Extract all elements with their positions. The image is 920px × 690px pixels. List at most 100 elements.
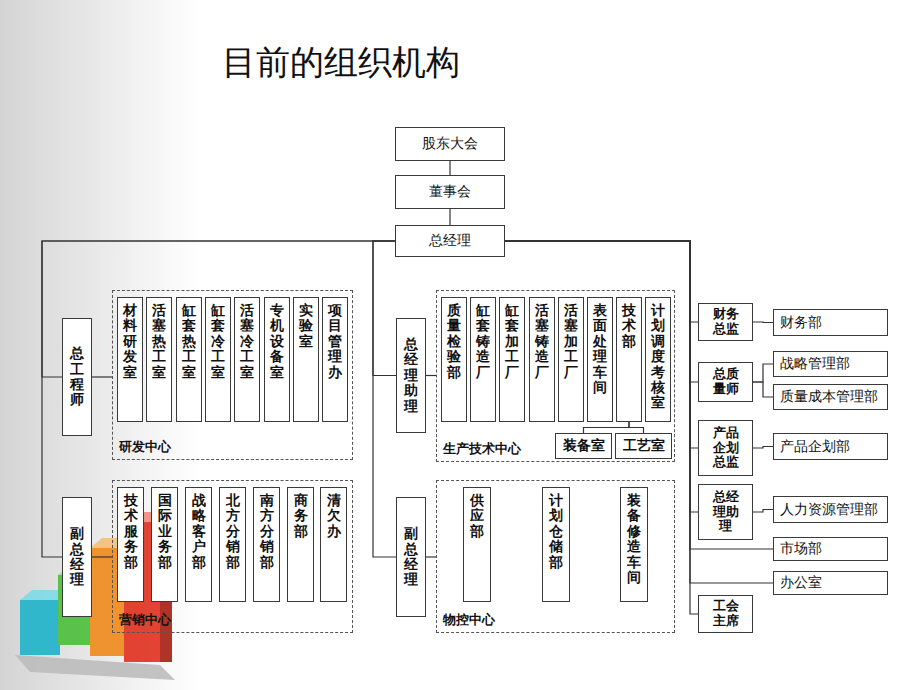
node-label: 战略客户部 <box>192 493 206 570</box>
unit-box: 项目管理办 <box>322 297 348 422</box>
unit-box: 缸套热工室 <box>176 297 202 422</box>
node-label: 活塞铸造厂 <box>535 303 549 380</box>
unit-box: 实验室 <box>293 297 319 422</box>
node-label: 产品企划部 <box>780 439 850 454</box>
dept-box: 人力资源管理部 <box>773 496 888 523</box>
org-connector <box>92 376 112 377</box>
node-label: 质量成本管理部 <box>780 389 878 404</box>
unit-box: 活塞加工厂 <box>558 297 584 422</box>
center-group: 生产技术中心质量检验部缸套铸造厂缸套加工厂活塞铸造厂活塞加工厂表面处理车间技术部… <box>436 290 675 462</box>
unit-box: 商务部 <box>287 487 314 602</box>
org-box: 董事会 <box>395 175 505 209</box>
org-connector <box>584 422 630 433</box>
org-connector <box>753 510 773 513</box>
node-label: 总工程师 <box>70 346 84 408</box>
dept-box: 战略管理部 <box>773 351 888 377</box>
dept-box: 质量成本管理部 <box>773 384 888 410</box>
node-label: 总经理助理 <box>708 490 743 535</box>
org-connector <box>753 364 773 382</box>
node-label: 装备修造车间 <box>627 493 641 585</box>
node-label: 项目管理办 <box>328 303 342 380</box>
org-connector <box>753 382 773 397</box>
node-label: 技术服务部 <box>124 493 138 570</box>
unit-box: 供应部 <box>463 487 491 602</box>
node-label: 活塞加工厂 <box>564 303 578 380</box>
node-label: 装备室 <box>563 437 605 455</box>
page-title: 目前的组织机构 <box>222 40 920 86</box>
center-group: 研发中心材料研发室活塞热工室缸套热工室缸套冷工室活塞冷工室专机设备室实验室项目管… <box>112 290 353 460</box>
dept-box: 办公室 <box>773 571 888 595</box>
dept-box: 财务部 <box>773 309 888 336</box>
unit-box: 质量检验部 <box>441 297 467 422</box>
node-label: 办公室 <box>780 575 822 590</box>
node-label: 活塞热工室 <box>152 303 166 380</box>
node-label: 人力资源管理部 <box>780 502 878 517</box>
bar <box>20 600 60 655</box>
node-label: 活塞冷工室 <box>240 303 254 380</box>
org-connector <box>373 241 396 557</box>
unit-box: 南方分销部 <box>253 487 280 602</box>
node-label: 工会主席 <box>708 599 743 629</box>
unit-box: 缸套冷工室 <box>205 297 231 422</box>
unit-box: 清欠办 <box>320 487 347 602</box>
node-label: 缸套热工室 <box>182 303 196 380</box>
org-connector <box>426 556 436 557</box>
org-connector <box>449 161 450 175</box>
unit-box: 国际业务部 <box>151 487 178 602</box>
unit-box: 材料研发室 <box>117 297 143 422</box>
unit-box: 活塞冷工室 <box>234 297 260 422</box>
node-label: 实验室 <box>299 303 313 349</box>
org-box: 装备室 <box>555 433 612 459</box>
node-label: 财务部 <box>780 315 822 330</box>
node-label: 缸套冷工室 <box>211 303 225 380</box>
node-label: 财务总监 <box>708 307 743 337</box>
node-label: 市场部 <box>780 541 822 556</box>
node-label: 缸套加工厂 <box>505 303 519 380</box>
node-label: 副总经理 <box>70 526 84 588</box>
unit-box: 战略客户部 <box>185 487 212 602</box>
node-label: 战略管理部 <box>780 356 850 371</box>
leader-box: 总工程师 <box>62 318 92 436</box>
unit-box: 北方分销部 <box>219 487 246 602</box>
group-label: 营销中心 <box>119 611 171 629</box>
node-label: 供应部 <box>470 493 484 539</box>
node-label: 清欠办 <box>327 493 341 539</box>
unit-box: 技术服务部 <box>117 487 144 602</box>
center-group: 物控中心 供应部 计划仓储部 装备修造车间 <box>436 480 675 633</box>
executive-box: 总质量师 <box>698 362 753 402</box>
org-connector <box>426 375 436 376</box>
dept-box: 产品企划部 <box>773 433 888 460</box>
unit-box: 计划仓储部 <box>542 487 570 602</box>
node-label: 工艺室 <box>623 437 665 455</box>
unit-box: 技术部 <box>616 297 642 422</box>
node-label: 技术部 <box>622 303 636 349</box>
unit-box: 计划调度考核室 <box>645 297 671 422</box>
leader-box: 总经理助理 <box>396 318 426 433</box>
unit-box: 活塞热工室 <box>146 297 172 422</box>
unit-box: 缸套铸造厂 <box>470 297 496 422</box>
dept-box: 市场部 <box>773 537 888 561</box>
org-connector <box>449 209 450 225</box>
unit-box: 装备修造车间 <box>620 487 648 602</box>
group-label: 物控中心 <box>443 611 495 629</box>
node-label: 产品企划总监 <box>708 426 743 471</box>
org-box: 工艺室 <box>615 433 672 459</box>
node-label: 董事会 <box>429 183 471 201</box>
org-box: 股东大会 <box>395 127 505 161</box>
unit-box: 专机设备室 <box>264 297 290 422</box>
leader-box: 副总经理 <box>396 497 426 617</box>
side-band <box>0 0 200 690</box>
node-label: 南方分销部 <box>260 493 274 570</box>
org-connector <box>92 556 112 557</box>
org-connector <box>629 422 644 433</box>
node-label: 表面处理车间 <box>593 303 607 395</box>
leader-box: 副总经理 <box>62 497 92 617</box>
node-label: 总经理助理 <box>404 337 418 414</box>
node-label: 缸套铸造厂 <box>476 303 490 380</box>
node-label: 总质量师 <box>708 367 743 397</box>
org-connector <box>505 241 698 448</box>
org-connector <box>505 241 698 614</box>
node-label: 材料研发室 <box>123 303 137 380</box>
node-label: 计划调度考核室 <box>651 303 665 411</box>
org-connector <box>373 241 396 376</box>
